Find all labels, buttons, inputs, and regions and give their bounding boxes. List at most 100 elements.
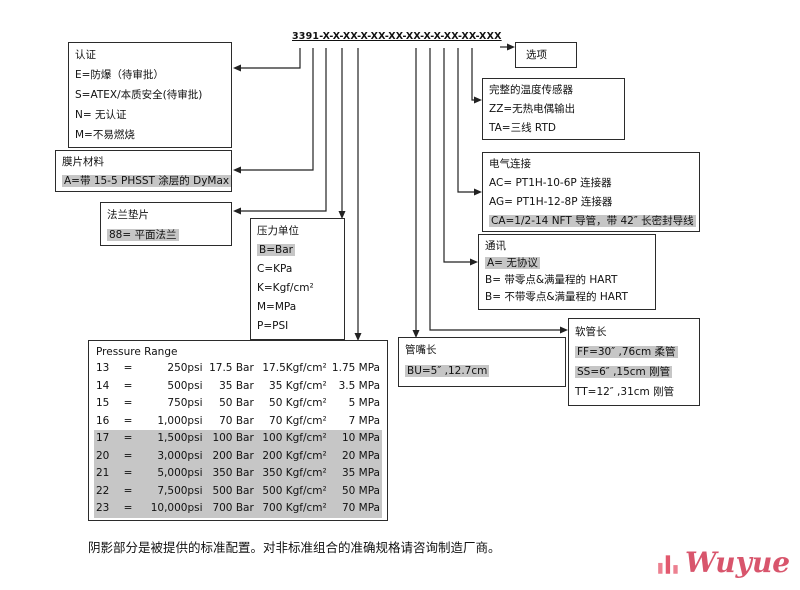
comm-item-0-label: A= 无协议	[485, 257, 540, 269]
gasket-item-0: 88= 平面法兰	[107, 225, 225, 245]
connector-pressure-unit	[338, 48, 346, 219]
unit-item-1-label: C=KPa	[257, 263, 293, 275]
connector-diaphragm	[233, 48, 314, 174]
comm-box-title: 通讯	[485, 238, 649, 255]
flange-gasket-box: 法兰垫片 88= 平面法兰	[100, 202, 232, 246]
footer-note: 阴影部分是被提供的标准配置。对非标准组合的准确规格请咨询制造厂商。	[88, 540, 501, 555]
comm-item-2: B= 不带零点&满量程的 HART	[485, 289, 649, 306]
gasket-box-title: 法兰垫片	[107, 205, 225, 225]
nozzle-box-title: 管嘴长	[405, 340, 559, 361]
cell-bar: 100 Bar	[212, 432, 254, 444]
cell-kgf: 200 Kgf/cm²	[262, 449, 327, 462]
cell-eq: =	[123, 449, 133, 462]
comm-item-1-label: B= 带零点&满量程的 HART	[485, 274, 618, 286]
temp-sensor-box: 完整的温度传感器 ZZ=无热电偶输出 TA=三线 RTD	[482, 78, 625, 140]
connector-temp-sensor	[471, 48, 482, 104]
elec-box-title-label: 电气连接	[489, 158, 531, 170]
cert-item-3-label: M=不易燃烧	[75, 129, 135, 141]
certification-box: 认证 E=防爆（待审批） S=ATEX/本质安全(待审批) N= 无认证 M=不…	[68, 42, 232, 148]
unit-item-4-label: P=PSI	[257, 320, 289, 332]
cell-bar: 35 Bar	[219, 379, 254, 392]
table-row-20: 20 = 3,000psi 200 Bar 200 Kgf/cm² 20 MPa	[94, 447, 382, 465]
table-row-21: 21 = 5,000psi 350 Bar 350 Kgf/cm² 35 MPa	[94, 465, 382, 483]
cell-psi: 7,500psi	[157, 484, 203, 497]
cell-eq: =	[123, 484, 133, 497]
elec-box-title: 电气连接	[489, 155, 693, 174]
cert-item-2: N= 无认证	[75, 105, 225, 125]
unit-item-3-label: M=MPa	[257, 301, 297, 313]
options-box-title-label: 选项	[526, 49, 547, 61]
hose-box-title-label: 软管长	[575, 326, 607, 338]
options-box: 选项	[515, 42, 577, 68]
unit-item-0: B=Bar	[257, 241, 338, 260]
wuyue-logo-icon	[658, 555, 678, 574]
cell-code: 16	[96, 414, 110, 427]
cell-eq: =	[123, 502, 133, 514]
cell-bar: 70 Bar	[219, 414, 254, 427]
cell-code: 23	[96, 502, 110, 514]
cell-psi: 10,000psi	[150, 502, 203, 514]
nozzle-item-0-label: BU=5″ ,12.7cm	[405, 365, 490, 377]
nozzle-item-0: BU=5″ ,12.7cm	[405, 361, 559, 382]
cert-item-2-label: N= 无认证	[75, 109, 127, 121]
cell-mpa: 1.75 MPa	[331, 362, 380, 374]
unit-item-2: K=Kgf/cm²	[257, 279, 338, 298]
table-row-16: 16 = 1,000psi 70 Bar 70 Kgf/cm² 7 MPa	[94, 413, 382, 431]
cert-item-1: S=ATEX/本质安全(待审批)	[75, 85, 225, 105]
cell-kgf: 350 Kgf/cm²	[262, 467, 327, 479]
cell-mpa: 70 MPa	[341, 502, 380, 514]
connector-electrical	[457, 48, 482, 196]
connector-flange-gasket	[233, 48, 327, 215]
cell-psi: 500psi	[167, 379, 203, 392]
hose-item-0: FF=30″ ,76cm 柔管	[575, 342, 693, 362]
cell-psi: 250psi	[167, 362, 203, 374]
cell-code: 13	[96, 362, 110, 374]
connector-communication	[443, 48, 478, 266]
cell-eq: =	[123, 397, 133, 409]
unit-item-4: P=PSI	[257, 317, 338, 336]
connector-options	[500, 43, 515, 51]
hose-item-2: TT=12″ ,31cm 刚管	[575, 382, 693, 402]
unit-box-title: 压力单位	[257, 222, 338, 241]
cell-mpa: 50 MPa	[341, 484, 380, 497]
connector-certification	[233, 48, 301, 72]
gasket-item-0-label: 88= 平面法兰	[107, 229, 179, 241]
cell-kgf: 35 Kgf/cm²	[269, 379, 327, 392]
connector-pressure-range	[354, 48, 362, 341]
cell-bar: 700 Bar	[212, 502, 254, 514]
pressure-unit-box: 压力单位 B=Bar C=KPa K=Kgf/cm² M=MPa P=PSI	[250, 218, 345, 340]
unit-item-3: M=MPa	[257, 298, 338, 317]
unit-box-title-label: 压力单位	[257, 225, 299, 237]
connector-nozzle-length	[412, 48, 420, 338]
cert-item-3: M=不易燃烧	[75, 125, 225, 145]
elec-item-0-label: AC= PT1H-10-6P 连接器	[489, 177, 612, 189]
diaphragm-item-0-label: A=带 15-5 PHSST 涂层的 DyMax	[62, 175, 231, 187]
cell-eq: =	[123, 467, 133, 479]
cell-code: 14	[96, 379, 110, 392]
cell-kgf: 100 Kgf/cm²	[262, 432, 327, 444]
cell-bar: 50 Bar	[219, 397, 254, 409]
wuyue-logo: Wuyue	[656, 548, 790, 578]
cell-mpa: 20 MPa	[341, 449, 380, 462]
elec-item-2: CA=1/2-14 NFT 导管，带 42″ 长密封导线	[489, 212, 696, 231]
cell-kgf: 50 Kgf/cm²	[269, 397, 327, 409]
cell-code: 22	[96, 484, 110, 497]
pressure-range-table: Pressure Range 13 = 250psi 17.5 Bar 17.5…	[88, 340, 388, 521]
temp-item-0: ZZ=无热电偶输出	[489, 100, 618, 119]
table-row-14: 14 = 500psi 35 Bar 35 Kgf/cm² 3.5 MPa	[94, 378, 382, 396]
diaphragm-item-0: A=带 15-5 PHSST 涂层的 DyMax	[62, 172, 231, 191]
wuyue-logo-text: Wuyue	[685, 546, 791, 579]
cert-item-0: E=防爆（待审批）	[75, 65, 225, 85]
table-row-23: 23 = 10,000psi 700 Bar 700 Kgf/cm² 70 MP…	[94, 500, 382, 518]
table-row-17: 17 = 1,500psi 100 Bar 100 Kgf/cm² 10 MPa	[94, 430, 382, 448]
table-row-13: 13 = 250psi 17.5 Bar 17.5Kgf/cm² 1.75 MP…	[94, 360, 382, 378]
cell-psi: 5,000psi	[157, 467, 203, 479]
comm-item-2-label: B= 不带零点&满量程的 HART	[485, 291, 628, 303]
hose-item-1-label: SS=6″ ,15cm 刚管	[575, 366, 673, 378]
cell-psi: 1,500psi	[157, 432, 203, 444]
hose-length-box: 软管长 FF=30″ ,76cm 柔管 SS=6″ ,15cm 刚管 TT=12…	[568, 318, 700, 406]
cell-mpa: 35 MPa	[341, 467, 380, 479]
temp-item-0-label: ZZ=无热电偶输出	[489, 103, 576, 115]
table-row-22: 22 = 7,500psi 500 Bar 500 Kgf/cm² 50 MPa	[94, 482, 382, 500]
